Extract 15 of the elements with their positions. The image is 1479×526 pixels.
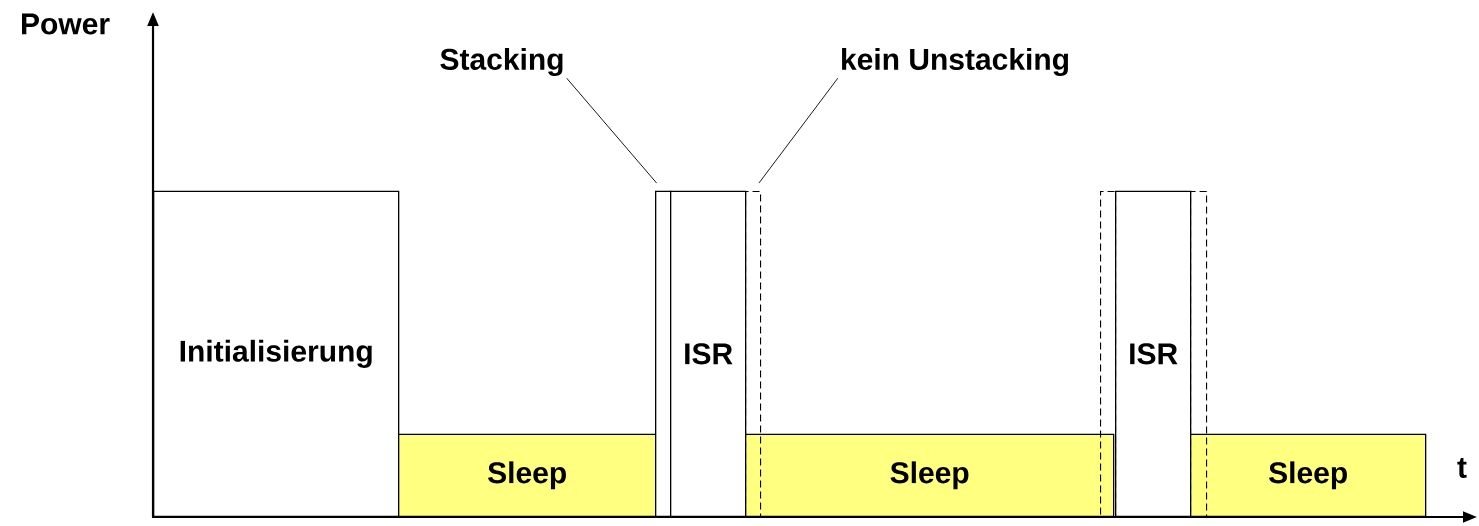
callout-label: Stacking <box>440 47 563 77</box>
dashed-box <box>1190 190 1208 517</box>
bar-box: Initialisierung <box>153 190 400 517</box>
leader-line <box>566 77 658 184</box>
leader-line <box>758 77 839 184</box>
dashed-box <box>745 190 762 517</box>
stacking-box <box>655 190 672 517</box>
axis-label: Power <box>22 13 110 35</box>
sleep-box: Sleep <box>398 433 657 517</box>
callout-label: kein Unstacking <box>842 47 1068 77</box>
sleep-box: Sleep <box>745 433 1115 517</box>
sleep-box: Sleep <box>1190 433 1427 517</box>
dashed-box <box>1100 190 1117 517</box>
bar-box: ISR <box>1115 190 1192 517</box>
axis-label: t <box>1457 458 1467 478</box>
